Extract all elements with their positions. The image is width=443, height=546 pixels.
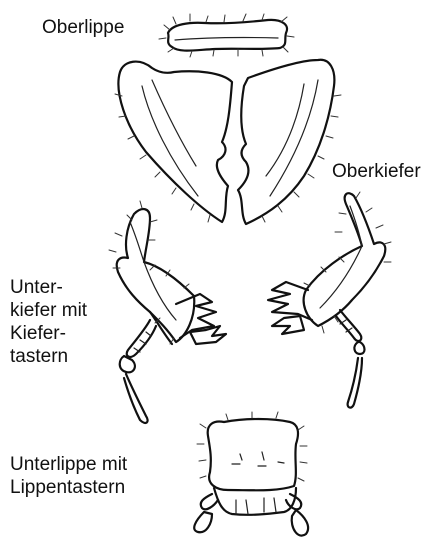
- mandible-left-drawing: [115, 62, 232, 222]
- maxilla-left-drawing: [109, 201, 226, 423]
- mandible-right-drawing: [238, 60, 341, 224]
- maxilla-right-drawing: [268, 192, 391, 408]
- labrum-drawing: [159, 14, 294, 57]
- labium-drawing: [194, 412, 308, 536]
